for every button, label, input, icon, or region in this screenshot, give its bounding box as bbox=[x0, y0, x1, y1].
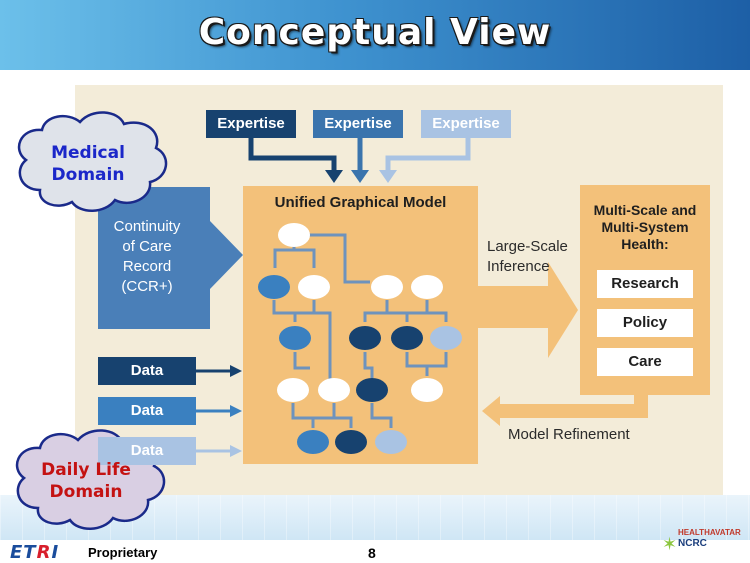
node-4d bbox=[411, 378, 443, 402]
node-3a bbox=[279, 326, 311, 350]
data-arrow-1 bbox=[196, 365, 242, 377]
proprietary-label: Proprietary bbox=[88, 545, 158, 560]
ccr-arrow bbox=[98, 187, 243, 329]
node-5c bbox=[375, 430, 407, 454]
title-bar bbox=[0, 0, 750, 70]
inference-label: Large-Scale Inference bbox=[487, 237, 568, 277]
inference-line-2: Inference bbox=[487, 258, 550, 275]
node-2a bbox=[258, 275, 290, 299]
medical-domain-cloud bbox=[17, 111, 168, 212]
node-2c bbox=[371, 275, 403, 299]
expertise-box-light: Expertise bbox=[421, 110, 511, 138]
expertise-arrow-dark bbox=[248, 138, 343, 183]
etri-logo: ETRI bbox=[10, 542, 59, 563]
etri-logo-part2: R bbox=[36, 542, 52, 563]
page-number: 8 bbox=[368, 545, 376, 561]
expertise-arrow-mid bbox=[351, 138, 369, 183]
data-box-light: Data bbox=[98, 437, 196, 465]
data-arrow-2 bbox=[196, 405, 242, 417]
ccr-line-1: Continuity bbox=[113, 218, 181, 235]
daily-life-line-2: Domain bbox=[49, 482, 123, 502]
expertise-box-dark: Expertise bbox=[206, 110, 296, 138]
node-3b bbox=[349, 326, 381, 350]
inference-line-1: Large-Scale bbox=[487, 238, 568, 255]
node-5a bbox=[297, 430, 329, 454]
data-box-mid: Data bbox=[98, 397, 196, 425]
graph-edges bbox=[272, 233, 448, 428]
node-2d bbox=[411, 275, 443, 299]
medical-line-2: Domain bbox=[51, 165, 125, 185]
node-3c bbox=[391, 326, 423, 350]
medical-domain-label: Medical Domain bbox=[28, 142, 148, 186]
node-4b bbox=[318, 378, 350, 402]
ccr-label: Continuity of Care Record (CCR+) bbox=[98, 217, 196, 297]
model-title: Unified Graphical Model bbox=[274, 194, 447, 211]
footer bbox=[0, 540, 750, 563]
etri-logo-part3: I bbox=[51, 542, 60, 563]
page-title: Conceptual View bbox=[198, 12, 552, 53]
data-arrow-3 bbox=[196, 445, 242, 457]
refinement-arrow bbox=[482, 395, 648, 426]
node-4a bbox=[277, 378, 309, 402]
star-icon: ✶ bbox=[662, 534, 678, 554]
ncrc-logo: ✶ HEALTHAVATAR NCRC bbox=[662, 528, 741, 558]
ccr-line-4: (CCR+) bbox=[121, 278, 173, 295]
ccr-line-2: of Care bbox=[122, 238, 172, 255]
inference-arrow bbox=[478, 262, 578, 358]
daily-life-line-1: Daily Life bbox=[41, 460, 131, 480]
health-title-line-3: Health: bbox=[621, 236, 669, 252]
data-box-dark: Data bbox=[98, 357, 196, 385]
node-root bbox=[278, 223, 310, 247]
expertise-arrow-light bbox=[379, 138, 471, 183]
healthavatar-logo-text: HEALTHAVATAR bbox=[678, 528, 741, 537]
health-title-line-1: Multi-Scale and bbox=[593, 202, 697, 218]
etri-logo-part1: ET bbox=[10, 542, 37, 563]
medical-line-1: Medical bbox=[51, 143, 125, 163]
expertise-box-mid: Expertise bbox=[313, 110, 403, 138]
node-5b bbox=[335, 430, 367, 454]
daily-life-domain-label: Daily Life Domain bbox=[26, 459, 146, 503]
node-4c bbox=[356, 378, 388, 402]
health-item-research: Research bbox=[597, 270, 693, 298]
health-item-care: Care bbox=[597, 348, 693, 376]
ncrc-logo-text: NCRC bbox=[678, 538, 707, 549]
node-3d bbox=[430, 326, 462, 350]
graph-nodes bbox=[258, 223, 462, 454]
ccr-line-3: Record bbox=[122, 258, 172, 275]
health-title-line-2: Multi-System bbox=[601, 219, 689, 235]
node-2b bbox=[298, 275, 330, 299]
health-title: Multi-Scale and Multi-System Health: bbox=[580, 202, 710, 253]
health-item-policy: Policy bbox=[597, 309, 693, 337]
refinement-label: Model Refinement bbox=[508, 426, 630, 443]
